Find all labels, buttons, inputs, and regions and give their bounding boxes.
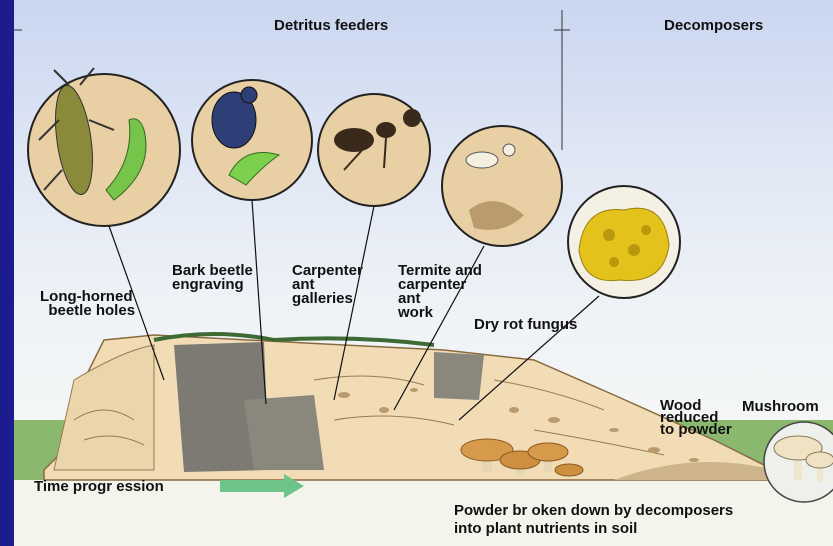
- label-bark-beetle-engraving: Bark beetle engraving: [172, 264, 253, 292]
- long-horned-beetle-icon: [28, 68, 180, 226]
- dry-rot-fungus-icon: [568, 186, 680, 298]
- label-mushroom: Mushroom: [742, 400, 819, 414]
- diagram-panel: Detritus feeders Decomposers Long-horned…: [14, 0, 833, 546]
- bark-beetle-icon: [192, 80, 312, 200]
- label-long-horned-beetle-holes: Long-horned beetle holes: [40, 290, 135, 318]
- label-dry-rot-fungus: Dry rot fungus: [474, 318, 577, 332]
- label-powder-decomposers: Powder br oken down by decomposers into …: [454, 502, 733, 538]
- termite-icon: [442, 126, 562, 246]
- label-carpenter-ant-galleries: Carpenter ant galleries: [292, 264, 363, 306]
- label-termite-carpenter-ant-work: Termite and carpenter ant work: [398, 264, 482, 320]
- label-wood-reduced-to-powder: Wood reduced to powder: [660, 400, 732, 436]
- header-decomposers: Decomposers: [664, 19, 763, 33]
- label-time-progression: Time progr ession: [34, 480, 164, 494]
- header-detritus-feeders: Detritus feeders: [274, 19, 388, 33]
- carpenter-ant-icon: [318, 94, 430, 206]
